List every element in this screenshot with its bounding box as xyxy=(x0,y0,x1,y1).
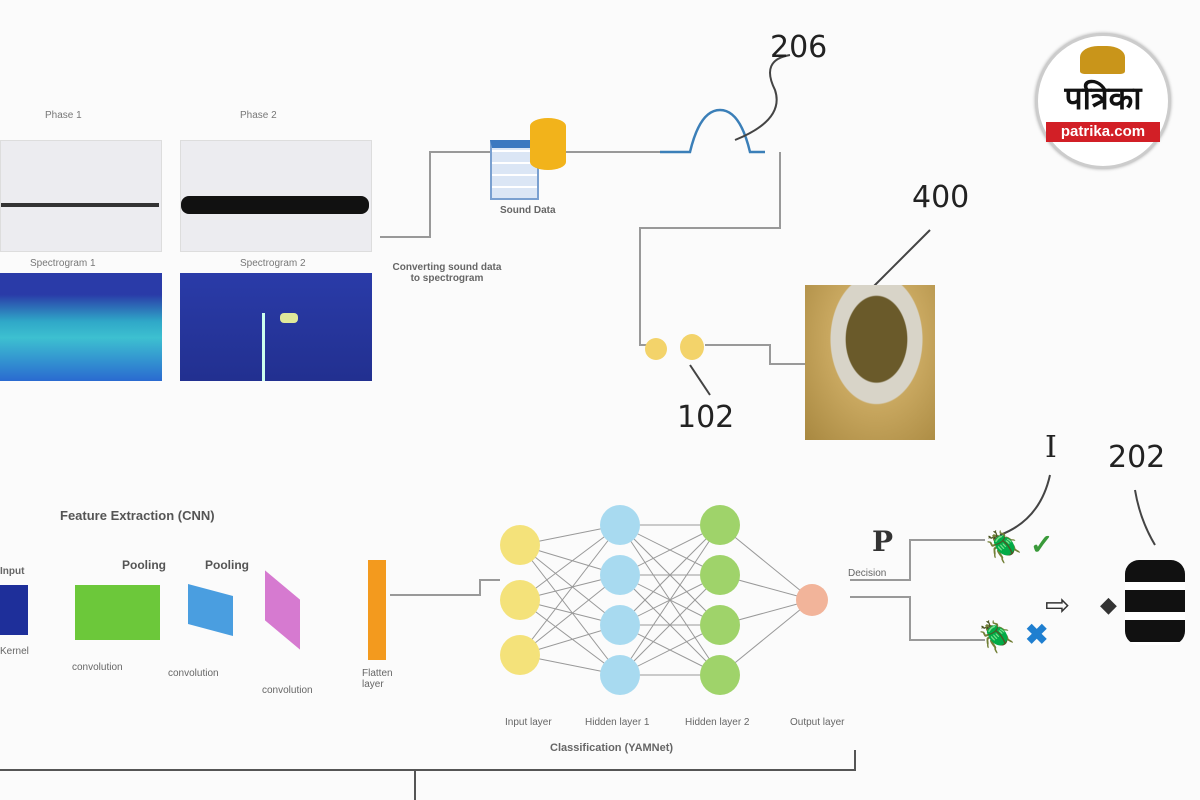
ref-102: 102 xyxy=(677,400,735,435)
nn-node xyxy=(600,505,640,545)
conv-label-1: convolution xyxy=(72,662,123,673)
pooling-label-2: Pooling xyxy=(205,558,249,572)
nn-node xyxy=(600,655,640,695)
nn-node xyxy=(500,580,540,620)
diamond-icon: ◆ xyxy=(1100,592,1117,617)
flatten-label: Flatten layer xyxy=(362,668,393,690)
patrika-logo: पत्रिका patrika.com xyxy=(1035,33,1171,169)
nn-edge xyxy=(519,574,621,656)
convert-label: Converting sound data to spectrogram xyxy=(392,262,502,284)
classification-title: Classification (YAMNet) xyxy=(550,742,674,754)
ref-i: I xyxy=(1045,430,1057,465)
ref-206: 206 xyxy=(770,30,828,65)
nn-edge xyxy=(519,599,621,676)
pooling-label-1: Pooling xyxy=(122,558,166,572)
insect-icon: 🪲 xyxy=(978,621,1016,654)
conv-label-2: convolution xyxy=(168,668,219,679)
logo-site: patrika.com xyxy=(1046,122,1160,142)
layer-label: Hidden layer 2 xyxy=(685,717,750,728)
ref-p: P xyxy=(872,525,894,558)
nn-node xyxy=(600,555,640,595)
waveform-title: Phase 2 xyxy=(240,110,277,121)
nn-node xyxy=(500,525,540,565)
input-label: Input xyxy=(0,566,25,577)
cnn-title: Feature Extraction (CNN) xyxy=(60,508,215,523)
nn-edge xyxy=(519,544,621,626)
lion-emblem xyxy=(1080,46,1125,74)
cross-icon: ✖ xyxy=(1025,619,1049,650)
nn-node xyxy=(700,605,740,645)
check-icon: ✓ xyxy=(1030,529,1054,560)
input-block xyxy=(0,585,28,635)
nn-edge xyxy=(519,524,621,656)
spectrogram-title: Spectrogram 1 xyxy=(30,258,96,269)
nn-node xyxy=(500,635,540,675)
kernel-label: Kernel xyxy=(0,646,29,657)
arrow-right-icon: ⇨ xyxy=(1045,589,1071,622)
decision-label: Decision xyxy=(848,568,887,579)
insect-icon: 🪲 xyxy=(985,531,1023,564)
nn-edge xyxy=(519,544,621,676)
logo-name: पत्रिका xyxy=(1064,79,1142,117)
conv-label-3: convolution xyxy=(262,685,313,696)
waveform-title: Phase 1 xyxy=(45,110,82,121)
device-202 xyxy=(1125,560,1185,645)
ref-400: 400 xyxy=(912,180,970,215)
nn-node xyxy=(700,555,740,595)
conv-block-1 xyxy=(75,585,160,640)
nn-edge xyxy=(619,524,721,626)
sensor-icon xyxy=(680,334,704,360)
nn-edge xyxy=(619,524,721,676)
sound-data-label: Sound Data xyxy=(500,205,556,216)
flatten-layer xyxy=(368,560,386,660)
nn-node xyxy=(796,584,828,616)
ref-202: 202 xyxy=(1108,440,1166,475)
layer-label: Hidden layer 1 xyxy=(585,717,650,728)
sensor-icon xyxy=(645,338,667,360)
layer-label: Output layer xyxy=(790,717,845,728)
nn-node xyxy=(600,605,640,645)
nn-node xyxy=(700,655,740,695)
database-icon xyxy=(530,118,566,170)
nn-edge xyxy=(519,524,621,601)
nn-edge xyxy=(619,574,721,676)
neural-network xyxy=(500,505,828,695)
layer-label: Input layer xyxy=(505,717,552,728)
nn-node xyxy=(700,505,740,545)
grain-sample-photo xyxy=(805,285,935,440)
filter-curve xyxy=(660,108,765,154)
spectrogram-title: Spectrogram 2 xyxy=(240,258,306,269)
